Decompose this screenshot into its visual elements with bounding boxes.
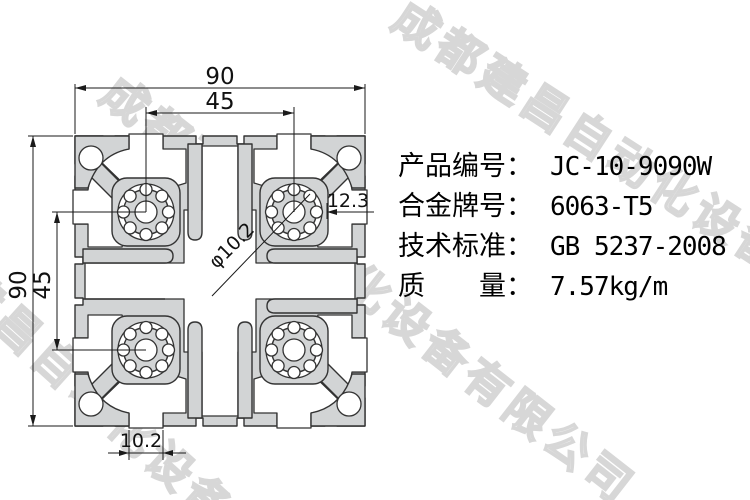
spec-label: 质 量： — [398, 271, 533, 301]
spec-row-product-code: 产品编号： JC-10-9090W — [398, 144, 743, 184]
spec-row-standard: 技术标准： GB 5237-2008 — [398, 224, 743, 264]
spec-label: 产品编号： — [398, 151, 533, 181]
dimension-top-half: 45 — [205, 89, 234, 115]
dimension-slot-width: 10.2 — [120, 430, 162, 452]
spec-panel: 产品编号： JC-10-9090W 合金牌号： 6063-T5 技术标准： GB… — [398, 144, 743, 304]
spec-value: JC-10-9090W — [550, 152, 712, 182]
dimension-left-height: 90 — [6, 270, 32, 299]
dimension-slot-depth: 12.3 — [327, 190, 369, 212]
spec-row-weight: 质 量： 7.57kg/m — [398, 264, 743, 304]
spec-label: 技术标准： — [398, 231, 533, 261]
spec-value: GB 5237-2008 — [550, 232, 727, 262]
spec-row-alloy: 合金牌号： 6063-T5 — [398, 184, 743, 224]
profile-quadrant — [72, 133, 187, 248]
spec-value: 6063-T5 — [550, 192, 654, 222]
dimension-left-half: 45 — [30, 270, 56, 299]
dimension-top-width: 90 — [205, 64, 234, 90]
spec-value: 7.57kg/m — [550, 272, 668, 302]
profile-cross-section-drawing: 90 45 90 45 12.3 — [6, 64, 374, 460]
spec-label: 合金牌号： — [398, 191, 533, 221]
center-slot-arms — [82, 143, 358, 419]
corner-bolt-hole — [78, 145, 104, 171]
